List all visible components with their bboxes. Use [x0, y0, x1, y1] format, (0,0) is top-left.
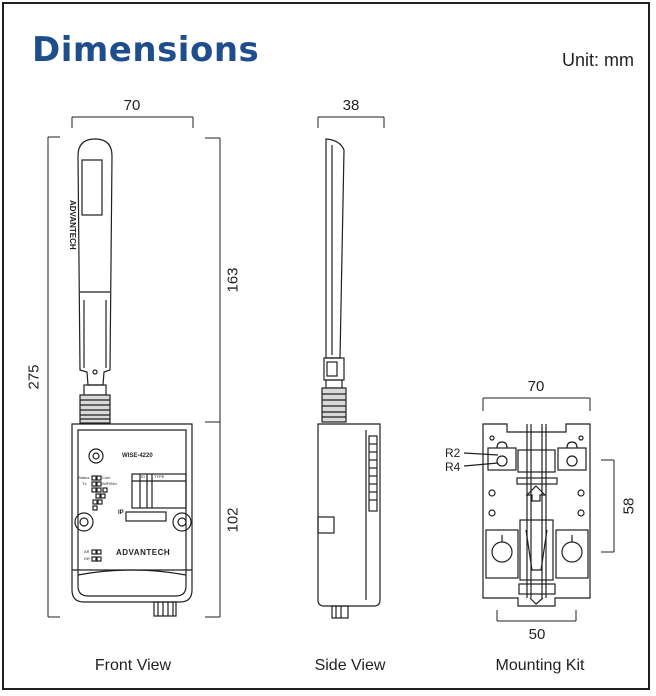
mount-width-bottom-label: 50: [528, 626, 546, 643]
side-width-label: 38: [342, 97, 360, 114]
front-view-caption: Front View: [94, 657, 172, 674]
side-antenna: [321, 138, 347, 423]
mount-height-label: 58: [620, 497, 638, 515]
front-total-height-label: 275: [25, 364, 43, 390]
mount-width-top-dimension: [482, 397, 591, 411]
status-label: Status: [78, 475, 90, 480]
front-antenna-height-label: 163: [224, 267, 242, 293]
model-label: WISE-4220: [122, 453, 153, 459]
diagram-frame: [2, 2, 650, 690]
mount-height-dimension: [601, 459, 615, 553]
table-type-header: TYPE: [154, 474, 165, 479]
front-housing: [71, 423, 193, 617]
tx-label: Tx: [82, 481, 87, 486]
unit-label: Unit: mm: [562, 50, 634, 70]
radius-r4-label: R4: [445, 460, 461, 474]
antenna-brand-text: ADVANTECH: [68, 200, 77, 250]
front-body-height-label: 102: [224, 507, 242, 533]
front-total-height-dimension: [47, 136, 60, 618]
mounting-kit-caption: Mounting Kit: [495, 657, 585, 674]
table-id-header: ID: [141, 474, 145, 479]
antenna: [77, 138, 113, 424]
side-view-caption: Side View: [314, 657, 386, 674]
wifi-label: WiFi/Mo: [102, 481, 117, 486]
ar-label: AR: [84, 549, 90, 554]
com-label: Com: [102, 475, 111, 480]
mounting-plate: [463, 423, 591, 607]
dr-label: DR: [84, 556, 90, 561]
mount-width-top-label: 70: [527, 378, 545, 395]
ip-label: IP: [118, 510, 124, 516]
side-width-dimension: [317, 116, 385, 128]
page-title: Dimensions: [32, 30, 260, 70]
side-housing: [317, 423, 381, 619]
mount-width-bottom-dimension: [496, 610, 577, 622]
front-width-label: 70: [123, 97, 141, 114]
housing-brand-logo: ADVANTECH: [116, 548, 171, 557]
front-width-dimension: [71, 116, 194, 128]
front-partial-height-dimension: [205, 137, 221, 618]
radius-r2-label: R2: [445, 446, 461, 460]
